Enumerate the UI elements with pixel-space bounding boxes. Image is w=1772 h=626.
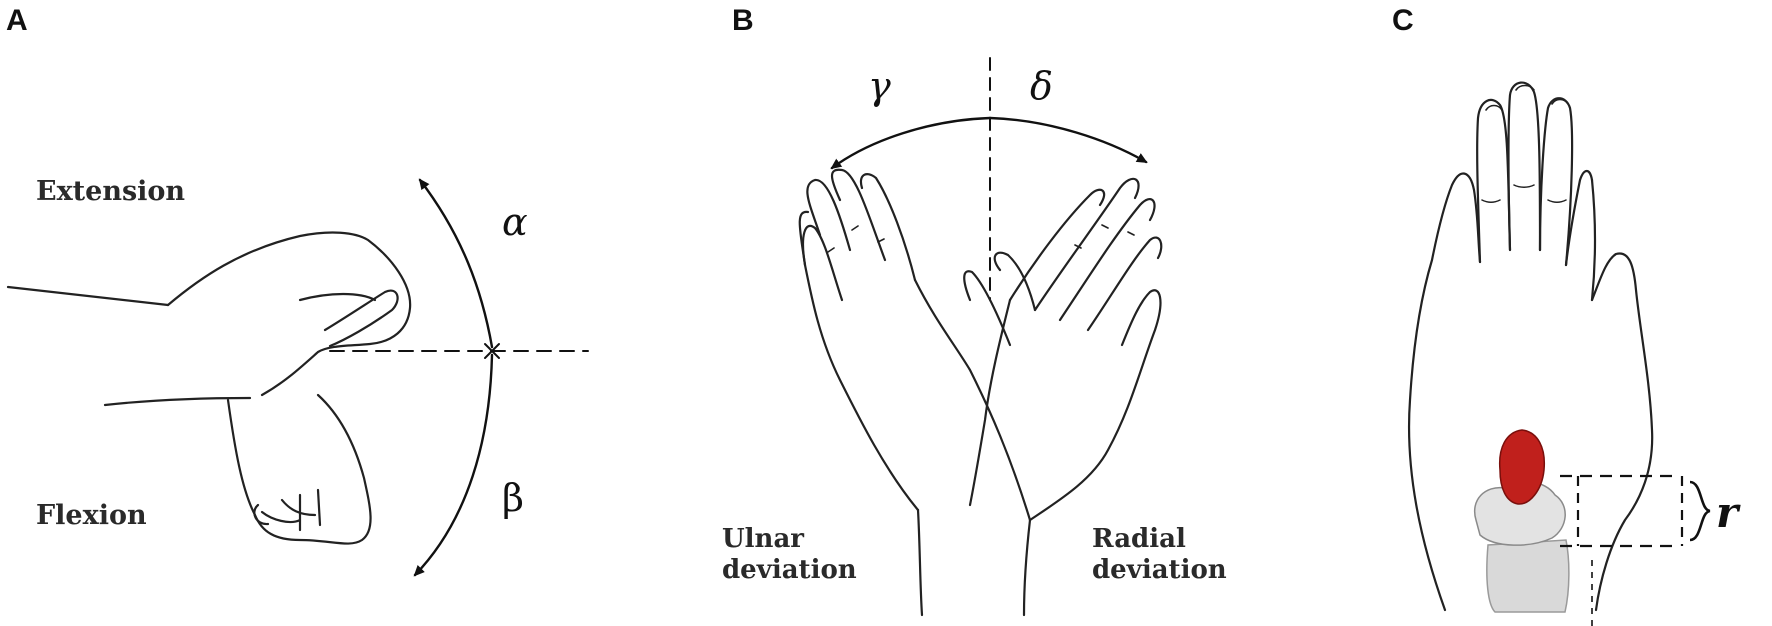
forearm-underside — [103, 396, 252, 407]
panel-c-drawing — [1407, 81, 1654, 612]
flexed-hand — [226, 393, 372, 545]
radial-deviation-label: Radial deviation — [1092, 524, 1227, 585]
extended-thumb — [323, 289, 399, 348]
beta-label: β — [502, 476, 524, 520]
flexion-label: Flexion — [36, 500, 147, 531]
radial-fingers — [1008, 177, 1163, 332]
thumb — [1590, 252, 1654, 612]
radial-hand-outline — [1028, 289, 1162, 522]
ulnar-label-line1: Ulnar — [722, 524, 804, 554]
wrist-left-edge — [916, 508, 924, 617]
radial-thumb — [993, 251, 1037, 312]
flexed-knuckle — [253, 503, 270, 526]
r-label: r — [1716, 488, 1739, 537]
gamma-label: γ — [868, 64, 891, 108]
flexion-arc — [413, 353, 494, 577]
forearm-outline — [6, 285, 170, 307]
extension-label: Extension — [36, 176, 186, 207]
carpal-row — [1473, 481, 1566, 546]
r-brace — [1689, 480, 1711, 542]
hand-right-edge — [1590, 178, 1597, 302]
delta-label: δ — [1030, 64, 1053, 108]
radial-label-line1: Radial — [1092, 524, 1186, 554]
extended-hand — [166, 231, 412, 397]
ulnar-thumb — [963, 270, 1012, 347]
radius-bone — [1486, 539, 1570, 613]
alpha-label: α — [502, 200, 528, 244]
scaphoid-highlight — [1498, 429, 1546, 505]
panel-letter-a: A — [6, 4, 28, 37]
panel-letter-c: C — [1392, 4, 1414, 37]
ulnar-palm-right — [913, 278, 1032, 522]
panel-b-drawing — [798, 57, 1163, 617]
ulnar-label-line2: deviation — [722, 554, 857, 585]
carpal-bones — [1473, 429, 1570, 613]
panel-letter-b: B — [732, 4, 754, 37]
middle-finger — [1507, 81, 1542, 252]
ulnar-hand-outline — [801, 224, 920, 512]
deviation-arc-left — [830, 116, 992, 170]
wrist-right-edge — [1022, 518, 1032, 617]
panel-a-drawing — [6, 178, 589, 577]
r-measurement — [1560, 474, 1711, 626]
ulnar-fingers — [798, 168, 917, 282]
extended-finger-line — [298, 292, 377, 302]
flexed-fingers — [260, 488, 322, 532]
extension-arc — [418, 178, 494, 349]
deviation-arc-right — [988, 116, 1148, 164]
ring-finger — [1538, 97, 1574, 267]
radial-label-line2: deviation — [1092, 554, 1227, 585]
ulnar-deviation-label: Ulnar deviation — [722, 524, 857, 585]
index-finger — [1476, 98, 1512, 264]
radial-palm-left — [968, 298, 1012, 507]
little-finger — [1564, 169, 1594, 267]
hand-outline — [1407, 172, 1482, 612]
